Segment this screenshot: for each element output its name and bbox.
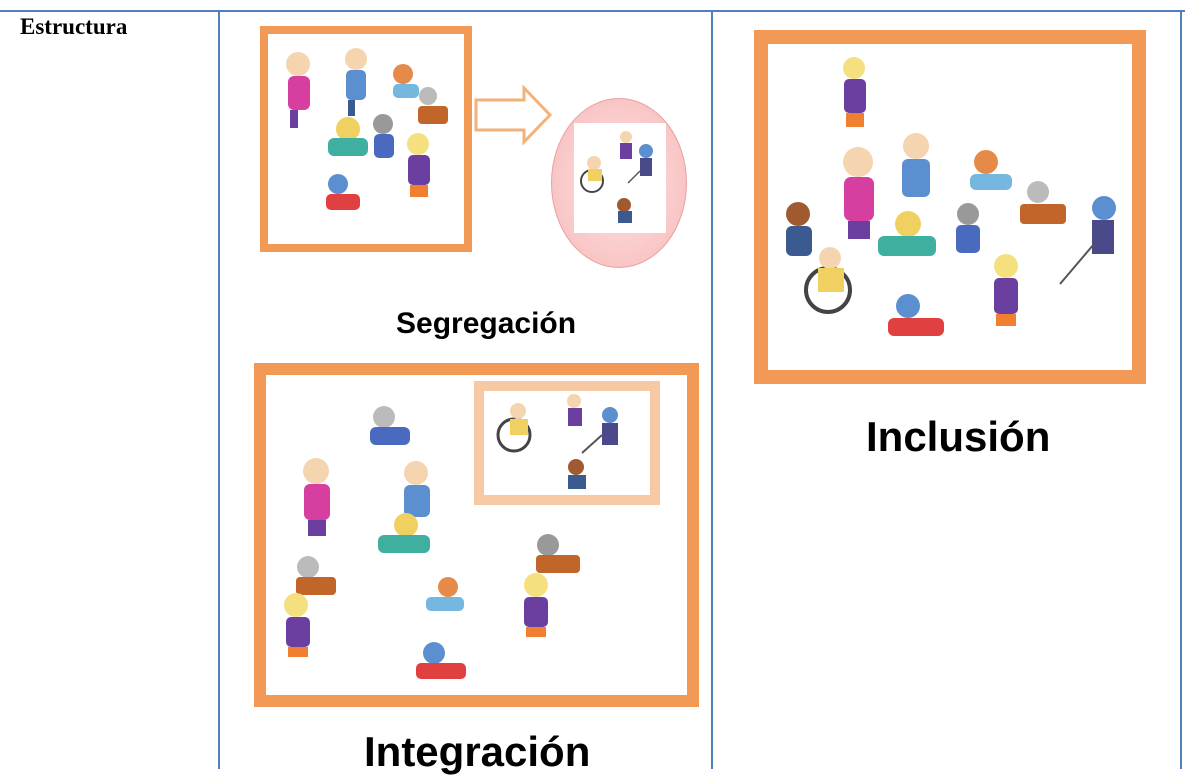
inclusion-main-frame — [754, 30, 1146, 384]
arrow-right-icon — [474, 84, 553, 146]
table-col-divider-2 — [711, 10, 713, 769]
caption-inclusion: Inclusión — [866, 413, 1051, 460]
caption-segregation: Segregación — [396, 307, 577, 340]
segregation-main-frame — [260, 26, 472, 252]
row-header-estructura: Estructura — [20, 14, 128, 39]
disabled-children-illustration — [496, 394, 618, 489]
children-group-illustration — [286, 48, 448, 210]
segregation-oval — [551, 98, 687, 268]
table-right-border — [1180, 10, 1182, 769]
table-top-border — [0, 10, 1185, 12]
children-together-illustration — [786, 57, 1116, 336]
table-col-divider-1 — [218, 10, 220, 769]
children-scattered-illustration — [284, 406, 580, 679]
caption-integration: Integración — [364, 728, 591, 775]
integration-inner-frame — [474, 381, 660, 505]
segregated-group-panel — [574, 123, 666, 233]
disabled-children-illustration — [580, 131, 653, 223]
